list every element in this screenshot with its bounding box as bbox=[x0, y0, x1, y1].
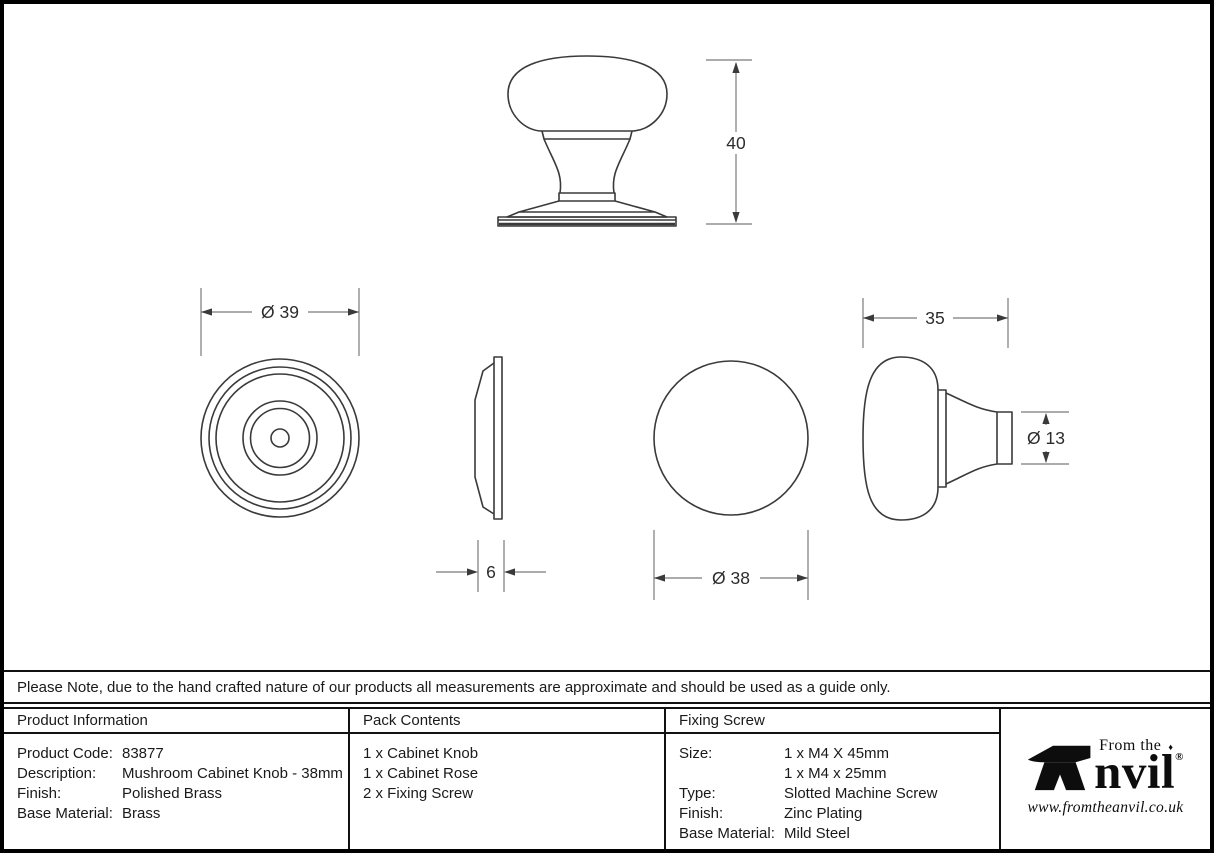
brand-tagline: From the ♦ bbox=[1099, 736, 1174, 754]
height-dimension-label: 40 bbox=[726, 133, 746, 153]
rose-backplate-outline bbox=[493, 356, 503, 520]
knob-diameter-label: Ø 38 bbox=[712, 568, 750, 588]
rose-diameter-label: Ø 39 bbox=[261, 302, 299, 322]
brand-name: nvil ® bbox=[1094, 743, 1184, 799]
knob-collar-outline bbox=[541, 130, 633, 140]
product-info-row: Product Code: 83877 bbox=[17, 744, 348, 764]
pack-contents-item: 1 x Cabinet Rose bbox=[363, 765, 479, 782]
field-value: 83877 bbox=[122, 745, 164, 762]
fixing-screw-body: Size: 1 x M4 X 45mm 1 x M4 x 25mm Type: … bbox=[666, 734, 999, 844]
field-label: Description: bbox=[17, 765, 97, 782]
pack-contents-item: 2 x Fixing Screw bbox=[363, 785, 474, 802]
projection-dimension-arrows bbox=[863, 314, 1008, 322]
field-label: Base Material: bbox=[17, 805, 113, 822]
diamond-icon: ♦ bbox=[1168, 741, 1174, 752]
knob-neck-left bbox=[543, 138, 562, 194]
fixing-screw-row: Finish: Zinc Plating bbox=[679, 804, 999, 824]
field-label: Product Code: bbox=[17, 745, 113, 762]
pack-contents-item: 1 x Cabinet Knob bbox=[363, 745, 479, 762]
product-info-row: Base Material: Brass bbox=[17, 804, 348, 824]
field-label: Finish: bbox=[679, 805, 724, 822]
rose-depth-dimension bbox=[436, 540, 546, 592]
fixing-screw-header: Fixing Screw bbox=[666, 709, 999, 734]
knob-diameter-dimension bbox=[653, 530, 809, 600]
technical-drawing: 40 Ø 39 6 bbox=[200, 55, 1069, 600]
knob-front-view-drawing bbox=[653, 360, 809, 516]
knob-side-view-drawing bbox=[497, 55, 677, 227]
pack-contents-body: 1 x Cabinet Knob 1 x Cabinet Rose 2 x Fi… bbox=[350, 734, 664, 804]
fixing-screw-row: Size: 1 x M4 X 45mm bbox=[679, 744, 999, 764]
product-info-row: Description: Mushroom Cabinet Knob - 38m… bbox=[17, 764, 348, 784]
rose-profile-view-drawing bbox=[474, 356, 503, 520]
product-info-row: Finish: Polished Brass bbox=[17, 784, 348, 804]
field-value: Mushroom Cabinet Knob - 38mm bbox=[122, 765, 343, 782]
field-label: Base Material: bbox=[679, 825, 775, 842]
field-label: Type: bbox=[679, 785, 716, 802]
product-information-header: Product Information bbox=[4, 709, 348, 734]
field-label: Finish: bbox=[17, 785, 62, 802]
brand-url: www.fromtheanvil.co.uk bbox=[1027, 799, 1184, 817]
knob-neck-bottom-profile bbox=[945, 463, 998, 485]
fixing-screw-row: 1 x M4 x 25mm bbox=[679, 764, 999, 784]
field-value: Mild Steel bbox=[784, 825, 850, 842]
rose-front-view-drawing bbox=[200, 358, 360, 518]
rose-diameter-dimension bbox=[200, 288, 360, 356]
fixing-screw-row: Base Material: Mild Steel bbox=[679, 824, 999, 844]
projection-dimension-label: 35 bbox=[925, 308, 944, 328]
knob-diameter-arrows bbox=[654, 574, 808, 582]
field-label: Size: bbox=[679, 745, 713, 762]
note-bar: Please Note, due to the hand crafted nat… bbox=[4, 670, 1210, 704]
pack-contents-header: Pack Contents bbox=[350, 709, 664, 734]
field-value: Brass bbox=[122, 805, 161, 822]
height-dimension bbox=[706, 59, 752, 225]
neck-diameter-label: Ø 13 bbox=[1027, 428, 1065, 448]
field-value: Polished Brass bbox=[122, 785, 223, 802]
info-table: Product Information Product Code: 83877 … bbox=[4, 707, 1210, 849]
registered-mark: ® bbox=[1175, 750, 1184, 763]
rose-depth-label: 6 bbox=[486, 562, 496, 582]
field-value: 1 x M4 x 25mm bbox=[784, 765, 887, 782]
knob-neck-top-profile bbox=[945, 392, 998, 413]
product-information-column: Product Information Product Code: 83877 … bbox=[4, 709, 350, 849]
field-value: 1 x M4 X 45mm bbox=[784, 745, 890, 762]
fixing-screw-column: Fixing Screw Size: 1 x M4 X 45mm 1 x M4 … bbox=[666, 709, 1001, 849]
product-information-body: Product Code: 83877 Description: Mushroo… bbox=[4, 734, 348, 824]
knob-neck-right bbox=[612, 138, 631, 194]
field-value: Slotted Machine Screw bbox=[784, 785, 938, 802]
knob-neck-cylinder bbox=[558, 192, 616, 202]
knob-side-profile-drawing bbox=[862, 356, 1013, 521]
rose-dome-profile bbox=[474, 362, 495, 515]
rose-screw-hole bbox=[270, 428, 290, 448]
rose-base-outline bbox=[497, 216, 677, 227]
field-value: Zinc Plating bbox=[784, 805, 863, 822]
knob-collar-profile bbox=[937, 389, 947, 488]
note-text: Please Note, due to the hand crafted nat… bbox=[17, 678, 891, 696]
knob-head-outline bbox=[507, 55, 668, 132]
knob-stem-profile bbox=[996, 411, 1013, 465]
brand-logo: From the ♦ nvil ® www.fromtheanvil.co.uk bbox=[1027, 737, 1184, 817]
neck-diameter-arrows bbox=[1042, 413, 1050, 463]
knob-head-profile bbox=[862, 356, 939, 521]
anvil-icon bbox=[1028, 745, 1091, 791]
rose-depth-arrows bbox=[467, 568, 515, 576]
height-dimension-arrows bbox=[732, 62, 740, 223]
field-label bbox=[679, 764, 784, 784]
rose-diameter-arrows bbox=[201, 308, 359, 316]
fixing-screw-row: Type: Slotted Machine Screw bbox=[679, 784, 999, 804]
brand-cell: From the ♦ nvil ® www.fromtheanvil.co.uk bbox=[1001, 709, 1210, 849]
pack-contents-column: Pack Contents 1 x Cabinet Knob 1 x Cabin… bbox=[350, 709, 666, 849]
rose-dome-outline bbox=[518, 200, 656, 213]
